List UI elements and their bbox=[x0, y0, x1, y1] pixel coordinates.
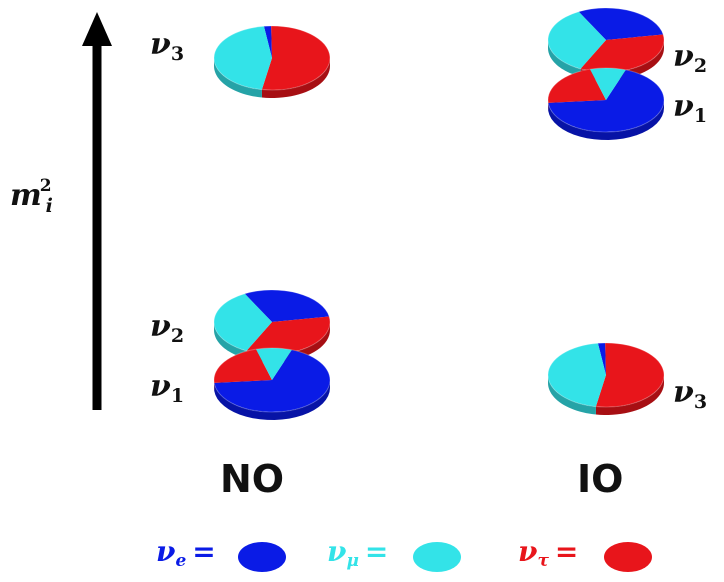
no-nu1-disc bbox=[213, 347, 331, 420]
no-nu1-label: ν1 bbox=[150, 369, 185, 407]
mass-eigenstate-discs bbox=[213, 7, 665, 420]
legend-disc-mu bbox=[413, 542, 461, 572]
disc-wedge-mu bbox=[213, 26, 272, 90]
disc-wedge-mu bbox=[256, 347, 292, 380]
mass-squared-label: m2i bbox=[10, 176, 53, 217]
no-nu2-disc bbox=[213, 289, 331, 362]
disc-side-e bbox=[214, 380, 330, 420]
disc-side-e bbox=[548, 100, 664, 140]
io-nu1-disc bbox=[547, 67, 665, 140]
disc-wedge-e bbox=[244, 290, 330, 322]
legend-swatch-tau bbox=[604, 542, 652, 572]
legend-swatch-e bbox=[238, 542, 286, 572]
io-nu2-label: ν2 bbox=[673, 39, 708, 77]
disc-wedge-tau bbox=[595, 343, 664, 407]
disc-wedge-e bbox=[578, 7, 664, 41]
disc-wedge-tau bbox=[246, 316, 330, 354]
io-nu3-label: ν3 bbox=[673, 375, 708, 413]
disc-side-tau bbox=[580, 40, 664, 80]
disc-rim bbox=[213, 347, 331, 413]
normal-ordering-title: NO bbox=[220, 457, 285, 501]
disc-side-tau bbox=[246, 322, 330, 362]
disc-wedge-e bbox=[548, 69, 664, 132]
disc-wedge-tau bbox=[548, 69, 606, 103]
io-nu2-disc bbox=[547, 7, 665, 80]
io-nu1-label: ν1 bbox=[673, 89, 708, 127]
disc-side-mu bbox=[214, 322, 247, 359]
legend-swatch-mu bbox=[413, 542, 461, 572]
disc-wedge-e bbox=[263, 26, 272, 58]
no-nu2-label: ν2 bbox=[150, 309, 185, 347]
disc-side-tau bbox=[595, 375, 664, 415]
disc-wedge-mu bbox=[214, 293, 272, 351]
disc-wedge-e bbox=[214, 349, 331, 412]
inverted-ordering-title: IO bbox=[577, 457, 624, 501]
legend-disc-tau bbox=[604, 542, 652, 572]
legend-disc-e bbox=[238, 542, 286, 572]
disc-wedge-tau bbox=[214, 349, 272, 383]
mass-axis-arrow bbox=[82, 12, 112, 410]
disc-wedge-mu bbox=[548, 11, 606, 69]
disc-wedge-e bbox=[597, 343, 606, 375]
disc-side-mu bbox=[214, 58, 262, 98]
disc-side-tau bbox=[261, 58, 330, 98]
no-nu3-disc bbox=[213, 25, 331, 98]
disc-wedge-tau bbox=[261, 26, 331, 90]
legend-nu-tau-label: ντ= bbox=[518, 535, 579, 571]
disc-rim bbox=[213, 25, 331, 91]
io-nu3-disc bbox=[547, 342, 665, 415]
disc-rim bbox=[547, 67, 665, 133]
disc-wedge-mu bbox=[548, 343, 606, 407]
no-nu3-label: ν3 bbox=[150, 27, 185, 65]
disc-side-mu bbox=[548, 40, 581, 77]
disc-wedge-mu bbox=[590, 68, 626, 100]
disc-side-mu bbox=[548, 375, 596, 415]
disc-rim bbox=[547, 342, 665, 408]
legend-nu-mu-label: νμ= bbox=[327, 535, 389, 571]
legend-nu-e-symbol: ν bbox=[156, 535, 176, 568]
legend-swatches bbox=[238, 542, 652, 572]
legend-nu-e-label: νe= bbox=[156, 535, 216, 571]
disc-wedge-tau bbox=[580, 34, 664, 72]
